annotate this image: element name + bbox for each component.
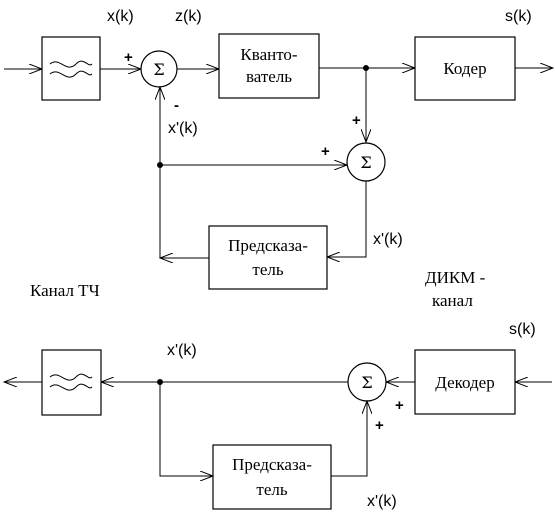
signal-x-prime-feedback: x'(k) (168, 120, 198, 137)
summer-1: Σ (140, 50, 178, 88)
filter-wave-icon (49, 383, 93, 391)
lowpass-filter-top (41, 36, 101, 101)
decoder-label: Декодер (435, 373, 494, 392)
sign-plus-sum2-top: + (352, 112, 361, 129)
summer-2: Σ (346, 142, 386, 182)
signal-x-prime-bottom-pred: x'(k) (367, 493, 397, 510)
predictor-block-bottom: Предсказа- тель (212, 444, 332, 510)
encoder-section: Σ Кванто- ватель Кодер Σ (4, 8, 553, 290)
sign-plus-sum3-bottom: + (375, 417, 384, 434)
coder-label: Кодер (443, 59, 486, 78)
wire-junction-to-predictor (159, 382, 213, 476)
lowpass-filter-bottom (41, 349, 102, 416)
quantizer-label-line2: ватель (246, 67, 292, 86)
coder-block: Кодер (414, 36, 516, 101)
signal-z-k: z(k) (175, 8, 202, 25)
filter-wave-icon (49, 70, 93, 78)
predictor-bottom-label-line1: Предсказа- (232, 455, 312, 474)
decoder-block: Декодер (414, 349, 516, 415)
sign-plus-sum1: + (124, 49, 133, 66)
decoder-section: Декодер Σ Предсказа- тель (4, 321, 552, 510)
signal-s-k-bottom: s(k) (509, 321, 536, 338)
quantizer-label-line1: Кванто- (240, 45, 297, 64)
label-dikm-line2: канал (432, 291, 473, 310)
signal-s-k-top: s(k) (505, 8, 532, 25)
filter-wave-icon (49, 373, 93, 381)
wire-sum2-to-predictor (327, 181, 367, 257)
predictor-bottom-label-line2: тель (256, 480, 287, 499)
label-channel-tch: Канал ТЧ (30, 281, 100, 300)
sign-plus-sum2-left: + (321, 143, 330, 160)
label-dikm-line1: ДИКМ - (425, 268, 486, 287)
summer-1-symbol: Σ (153, 60, 164, 79)
predictor-block-top: Предсказа- тель (208, 225, 328, 290)
filter-wave-icon (49, 60, 93, 68)
summer-2-symbol: Σ (360, 153, 371, 172)
summer-3: Σ (347, 362, 387, 402)
signal-x-k: x(k) (107, 8, 134, 25)
signal-x-prime-predictor-out: x'(k) (373, 231, 403, 248)
wire-predictor-to-sum3 (331, 401, 367, 477)
predictor-top-label-line2: тель (252, 260, 283, 279)
quantizer-block: Кванто- ватель (218, 33, 320, 99)
signal-x-prime-bottom-out: x'(k) (167, 342, 197, 359)
sign-minus-sum1: - (174, 97, 179, 114)
sign-plus-sum3-right: + (395, 397, 404, 414)
summer-3-symbol: Σ (361, 373, 372, 392)
predictor-top-label-line1: Предсказа- (228, 236, 308, 255)
